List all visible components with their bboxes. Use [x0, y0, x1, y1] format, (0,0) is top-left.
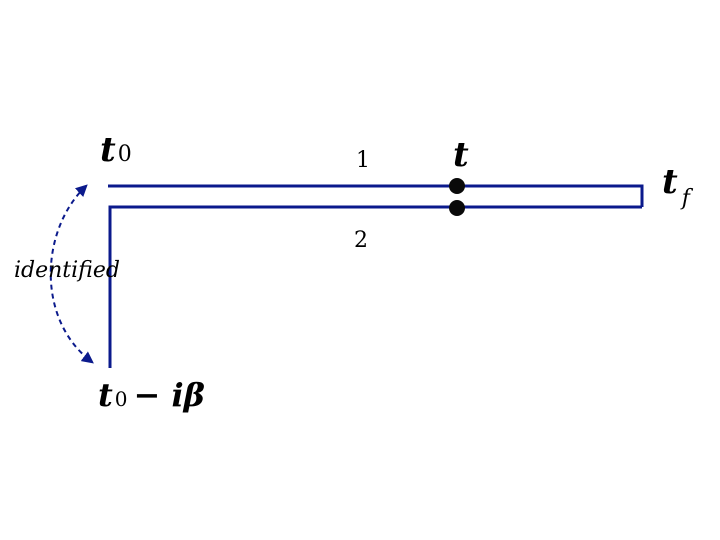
label-branch-1: 1 [356, 148, 370, 173]
contour-lower-branch [108, 205, 642, 368]
label-branch-2: 2 [354, 228, 368, 253]
label-t-point: t [453, 135, 469, 175]
label-tf-sub: f [680, 186, 694, 211]
point-t-lower-icon [449, 200, 465, 216]
label-t0-top: t0 [100, 130, 132, 170]
label-t0-bottom-sub: 0 [115, 387, 128, 411]
label-t0-bottom-rest: − iβ [134, 376, 205, 414]
label-tf-base: t [662, 162, 678, 202]
label-t0-bottom-base: t [98, 376, 113, 414]
label-identified: identified [14, 258, 120, 283]
contour-upper-branch [108, 184, 644, 207]
contour [108, 184, 644, 368]
identified-arrow-icon [49, 184, 94, 364]
point-t-upper-icon [449, 178, 465, 194]
label-t0-top-base: t [100, 130, 116, 170]
label-t0-top-sub: 0 [118, 142, 132, 167]
